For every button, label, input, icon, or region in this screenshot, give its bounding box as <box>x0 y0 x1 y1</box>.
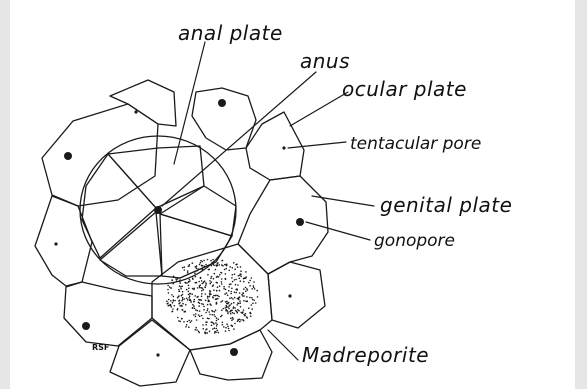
tentacular-pore-upper-right <box>282 146 285 149</box>
gonopore-right <box>296 218 304 226</box>
tentacular-pore-left <box>54 242 57 245</box>
label-anus: anus <box>300 49 350 73</box>
label-anal-plate: anal plate <box>178 21 283 45</box>
anus-opening <box>154 206 162 214</box>
label-genital-plate: genital plate <box>380 193 512 217</box>
label-madreporite: Madreporite <box>302 343 429 367</box>
label-ocular-plate: ocular plate <box>342 77 467 101</box>
tentacular-pore-top <box>134 110 137 113</box>
gonopore-lower <box>230 348 238 356</box>
tentacular-pore-lower-right <box>288 294 291 297</box>
gonopore-lower-left <box>82 322 90 330</box>
gonopore-upper-left <box>64 152 72 160</box>
gonopore-top-right <box>218 99 226 107</box>
label-tentacular-pore: tentacular pore <box>350 134 481 154</box>
label-gonopore: gonopore <box>374 231 455 251</box>
artist-signature: RSF <box>92 343 109 352</box>
tentacular-pore-bottom <box>156 353 159 356</box>
